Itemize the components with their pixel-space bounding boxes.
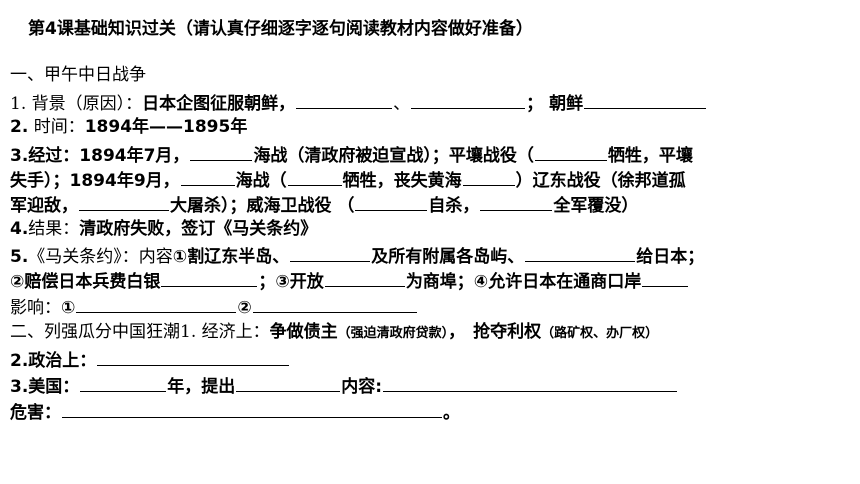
economy-note1: （强迫清政府贷款） xyxy=(337,326,449,341)
politics-line: 2.政治上： xyxy=(10,348,856,372)
usa-label: 3.美国： xyxy=(10,377,80,397)
impact-label: 影响： xyxy=(10,298,61,318)
economy-note2: （路矿权、办厂权） xyxy=(541,326,659,341)
blank-treaty-2[interactable] xyxy=(525,244,636,262)
result-label: 结果： xyxy=(28,219,80,239)
background-bold1: 日本企图征服朝鲜， xyxy=(142,94,296,114)
process-3d: 全军覆没） xyxy=(553,196,639,216)
section2-line: 二、列强瓜分中国狂潮1. 经济上：争做债主（强迫清政府贷款）， 抢夺利权（路矿权、… xyxy=(10,321,856,345)
treaty-2b: ；③开放 xyxy=(258,272,324,292)
page-title: 第4课基础知识过关（请认真仔细逐字逐句阅读教材内容做好准备） xyxy=(28,19,533,39)
background-label: 1. 背景（原因）： xyxy=(10,94,143,114)
time-value: 1894年——1895年 xyxy=(84,117,248,137)
treaty-b: 及所有附属各岛屿、 xyxy=(371,247,525,267)
impact-line: 影响：① ② xyxy=(10,295,856,319)
process-2c: 牺牲，丧失黄海 xyxy=(342,171,462,191)
treaty-c: 给日本； xyxy=(636,247,705,267)
economy-label: 1. 经济上： xyxy=(180,322,270,342)
blank-process-1[interactable] xyxy=(190,143,253,161)
time-num: 2. xyxy=(10,117,29,137)
process-line-3: 军迎敌， 大屠杀）；威海卫战役 （ 自杀， 全军覆没） xyxy=(10,193,856,217)
treaty-line-1: 5.《马关条约》：内容①割辽东半岛、 及所有附属各岛屿、 给日本； xyxy=(10,244,856,268)
blank-treaty-3[interactable] xyxy=(161,269,258,287)
process-line-1: 3.经过：1894年7月， 海战（清政府被迫宣战）；平壤战役（ 牺牲，平壤 xyxy=(10,143,856,167)
treaty-line-2: ②赔偿日本兵费白银 ；③开放 为商埠；④允许日本在通商口岸 xyxy=(10,269,856,293)
blank-process-8[interactable] xyxy=(480,193,553,211)
process-2a: 失手）；1894年9月， xyxy=(10,171,180,191)
process-line-2: 失手）；1894年9月， 海战（ 牺牲，丧失黄海 ）辽东战役（徐邦道孤 xyxy=(10,168,856,192)
economy-bold2: 抢夺利权 xyxy=(473,322,542,342)
usa-line: 3.美国： 年，提出 内容: xyxy=(10,374,856,398)
process-3a: 军迎敌， xyxy=(10,196,78,216)
blank-treaty-1[interactable] xyxy=(290,244,371,262)
blank-usa-year[interactable] xyxy=(80,374,167,392)
result-num: 4. xyxy=(10,219,29,239)
section1-heading: 一、甲午中日战争 xyxy=(10,64,856,86)
impact-marker-2: ② xyxy=(237,298,252,318)
process-2d: ）辽东战役（徐邦道孤 xyxy=(515,171,686,191)
blank-background-3[interactable] xyxy=(584,91,707,109)
background-line: 1. 背景（原因）：日本企图征服朝鲜， 、 ；朝鲜 xyxy=(10,91,856,115)
process-1b: 海战（清政府被迫宣战）；平壤战役（ xyxy=(253,146,534,166)
politics-label: 2.政治上： xyxy=(10,351,97,371)
harm-end: 。 xyxy=(443,403,460,423)
blank-process-3[interactable] xyxy=(180,168,235,186)
blank-process-5[interactable] xyxy=(462,168,515,186)
treaty-num: 5. xyxy=(10,247,29,267)
blank-treaty-5[interactable] xyxy=(642,269,689,287)
blank-process-2[interactable] xyxy=(534,143,607,161)
economy-bold1: 争做债主 xyxy=(269,322,338,342)
process-3c: 自杀， xyxy=(428,196,480,216)
blank-usa-content[interactable] xyxy=(383,374,678,392)
harm-label: 危害： xyxy=(10,403,61,423)
result-value: 清政府失败，签订《马关条约》 xyxy=(79,219,318,239)
section1-heading-text: 一、甲午中日战争 xyxy=(10,65,146,85)
blank-harm[interactable] xyxy=(62,400,442,418)
process-1a: 3.经过：1894年7月， xyxy=(10,146,190,166)
process-1c: 牺牲，平壤 xyxy=(607,146,693,166)
blank-process-4[interactable] xyxy=(287,168,342,186)
blank-background-1[interactable] xyxy=(296,91,393,109)
background-bold2: 朝鲜 xyxy=(549,94,584,114)
harm-line: 危害： 。 xyxy=(10,400,856,424)
treaty-2a: ②赔偿日本兵费白银 xyxy=(10,272,161,292)
blank-process-7[interactable] xyxy=(355,193,428,211)
treaty-2c: 为商埠；④允许日本在通商口岸 xyxy=(405,272,642,292)
result-line: 4.结果：清政府失败，签订《马关条约》 xyxy=(10,218,856,240)
blank-treaty-4[interactable] xyxy=(324,269,405,287)
blank-politics[interactable] xyxy=(97,348,290,366)
blank-process-6[interactable] xyxy=(79,193,169,211)
time-line: 2. 时间：1894年——1895年 xyxy=(10,116,856,138)
blank-background-2[interactable] xyxy=(411,91,526,109)
treaty-label: 《马关条约》：内容 xyxy=(28,247,173,267)
economy-sep: ， xyxy=(448,322,466,342)
process-3b: 大屠杀）；威海卫战役 （ xyxy=(170,196,355,216)
usa-content-label: 内容: xyxy=(341,377,383,397)
time-label-prefix: 时间： xyxy=(28,117,85,137)
background-sep2: ； xyxy=(526,94,544,114)
usa-year-text: 年，提出 xyxy=(167,377,236,397)
process-2b: 海战（ xyxy=(235,171,287,191)
blank-impact-1[interactable] xyxy=(76,295,237,313)
section2-heading: 二、列强瓜分中国狂潮 xyxy=(10,322,180,342)
blank-usa-policy[interactable] xyxy=(236,374,341,392)
treaty-a: ①割辽东半岛、 xyxy=(172,247,290,267)
background-sep1: 、 xyxy=(393,94,411,114)
blank-impact-2[interactable] xyxy=(252,295,417,313)
impact-marker-1: ① xyxy=(61,298,76,318)
